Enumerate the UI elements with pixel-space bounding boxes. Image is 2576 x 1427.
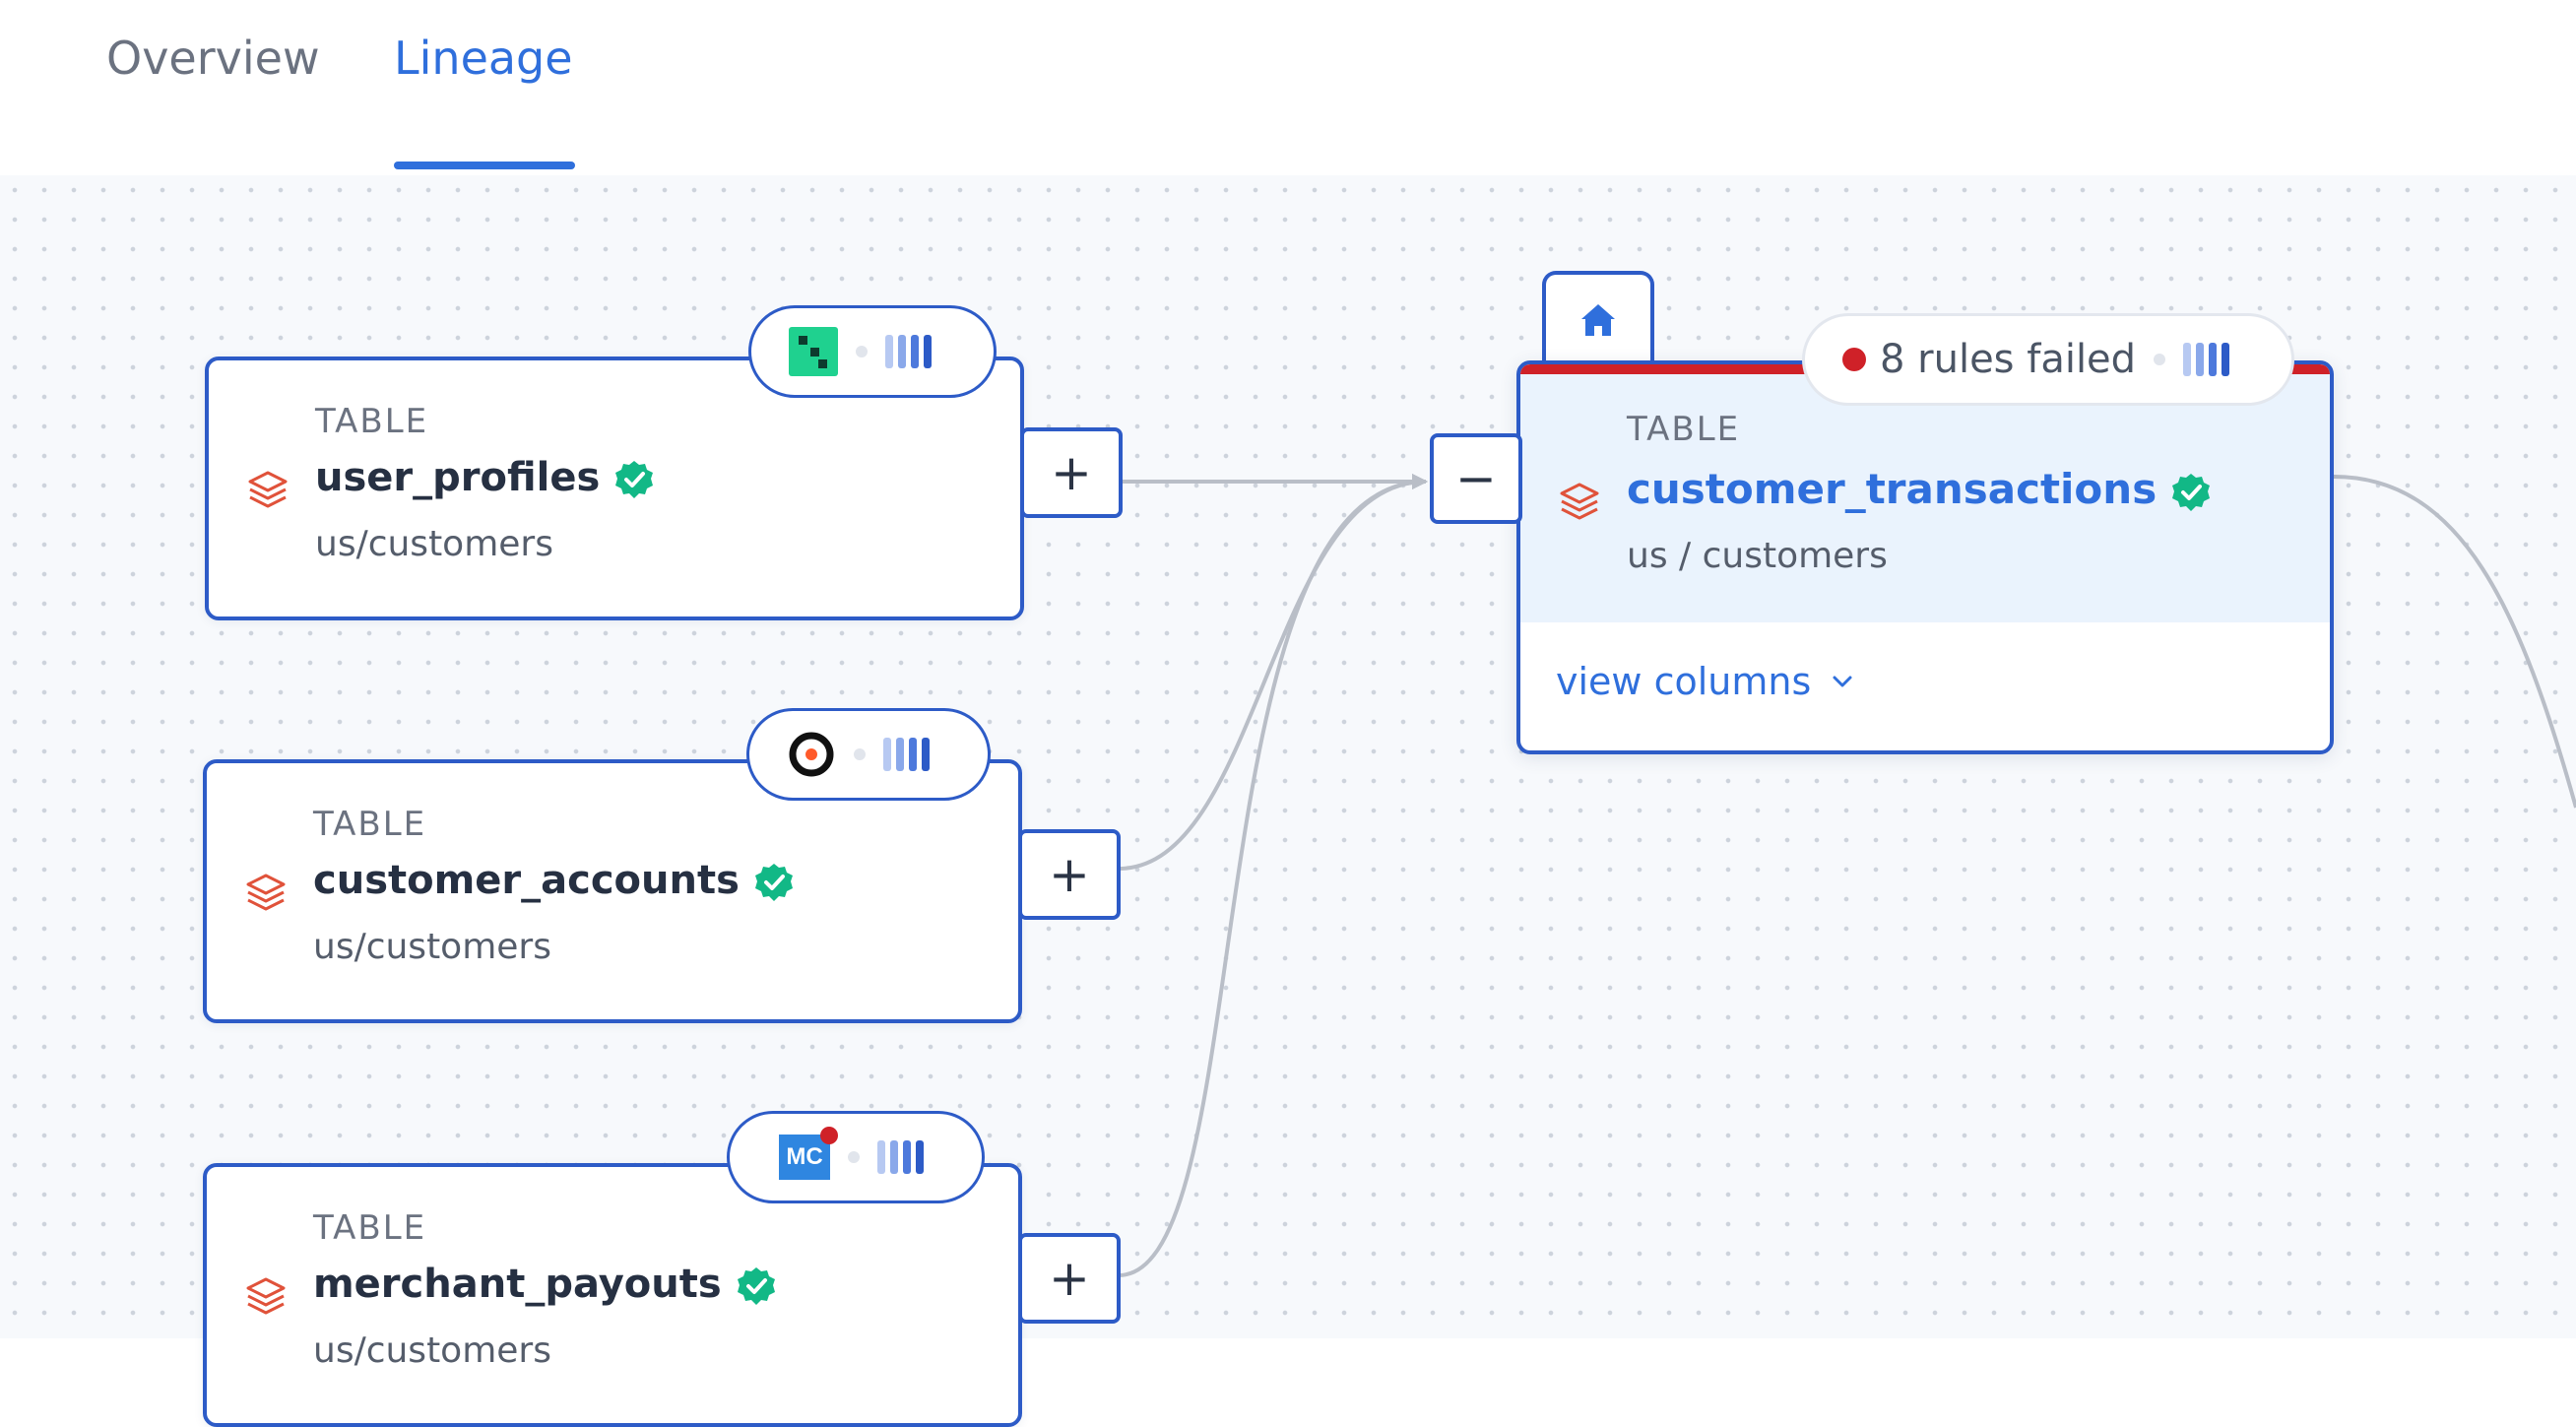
separator-dot: [2154, 354, 2166, 365]
node-name-text: merchant_payouts: [313, 1262, 722, 1307]
view-columns-label: view columns: [1556, 660, 1812, 703]
node-type-label: TABLE: [313, 805, 427, 844]
expand-upstream-button[interactable]: +: [1018, 1233, 1121, 1324]
expand-upstream-button[interactable]: +: [1018, 829, 1121, 920]
expand-upstream-button[interactable]: +: [1020, 427, 1123, 518]
main-node-header: TABLE customer_transactions us / custome…: [1520, 374, 2330, 622]
tab-overview[interactable]: Overview: [106, 32, 320, 85]
node-type-label: TABLE: [313, 1208, 427, 1248]
verified-check-icon: [2172, 473, 2211, 511]
database-stack-icon: [248, 471, 288, 508]
node-name-text: customer_transactions: [1627, 465, 2157, 513]
tab-bar: Overview Lineage: [0, 0, 2576, 175]
database-stack-icon: [246, 874, 286, 911]
alert-dot-icon: [820, 1127, 838, 1144]
node-name[interactable]: user_profiles: [315, 455, 655, 500]
separator-dot: [854, 748, 866, 760]
separator-dot: [848, 1151, 860, 1163]
chevron-down-icon: [1833, 676, 1852, 687]
mc-logo-icon: MC: [779, 1127, 838, 1180]
verified-check-icon: [754, 864, 793, 901]
node-name[interactable]: merchant_payouts: [313, 1262, 777, 1307]
quality-bars-icon: [885, 335, 932, 368]
node-path: us / customers: [1627, 536, 1888, 576]
home-node-tab[interactable]: [1542, 271, 1654, 365]
source-badge-merchant-payouts[interactable]: MC: [727, 1111, 985, 1203]
quality-bars-icon: [877, 1140, 924, 1174]
source-badge-customer-accounts[interactable]: [746, 708, 991, 801]
node-type-label: TABLE: [315, 402, 429, 441]
lineage-node-customer-accounts[interactable]: TABLE customer_accounts us/customers: [203, 759, 1022, 1023]
tab-lineage[interactable]: Lineage: [394, 32, 573, 85]
verified-check-icon: [737, 1267, 775, 1305]
rules-status-badge[interactable]: 8 rules failed: [1802, 313, 2294, 406]
view-columns-toggle[interactable]: view columns: [1556, 660, 1856, 703]
database-stack-icon: [246, 1277, 286, 1315]
database-stack-icon: [1560, 483, 1599, 520]
node-path: us/customers: [315, 524, 553, 564]
collapse-upstream-button[interactable]: −: [1430, 433, 1522, 524]
lineage-node-customer-transactions[interactable]: TABLE customer_transactions us / custome…: [1516, 360, 2334, 754]
node-name[interactable]: customer_accounts: [313, 858, 795, 903]
node-name-text: customer_accounts: [313, 858, 740, 903]
verified-check-icon: [615, 461, 654, 498]
node-path: us/customers: [313, 1330, 551, 1371]
active-tab-indicator: [394, 162, 575, 169]
node-type-label: TABLE: [1627, 410, 1741, 449]
mc-logo-text: MC: [786, 1143, 823, 1170]
quality-bars-icon: [2183, 343, 2230, 376]
error-dot-icon: [1842, 348, 1866, 371]
rules-status-text: 8 rules failed: [1880, 337, 2137, 382]
circle-target-logo-icon: [789, 732, 834, 777]
square-dots-logo-icon: [789, 327, 838, 376]
node-path: us/customers: [313, 927, 551, 967]
lineage-node-user-profiles[interactable]: TABLE user_profiles us/customers: [205, 357, 1024, 620]
node-name[interactable]: customer_transactions: [1627, 465, 2212, 513]
home-icon: [1581, 304, 1615, 336]
quality-bars-icon: [883, 738, 930, 771]
source-badge-user-profiles[interactable]: [748, 305, 997, 398]
separator-dot: [856, 346, 868, 357]
node-name-text: user_profiles: [315, 455, 601, 500]
